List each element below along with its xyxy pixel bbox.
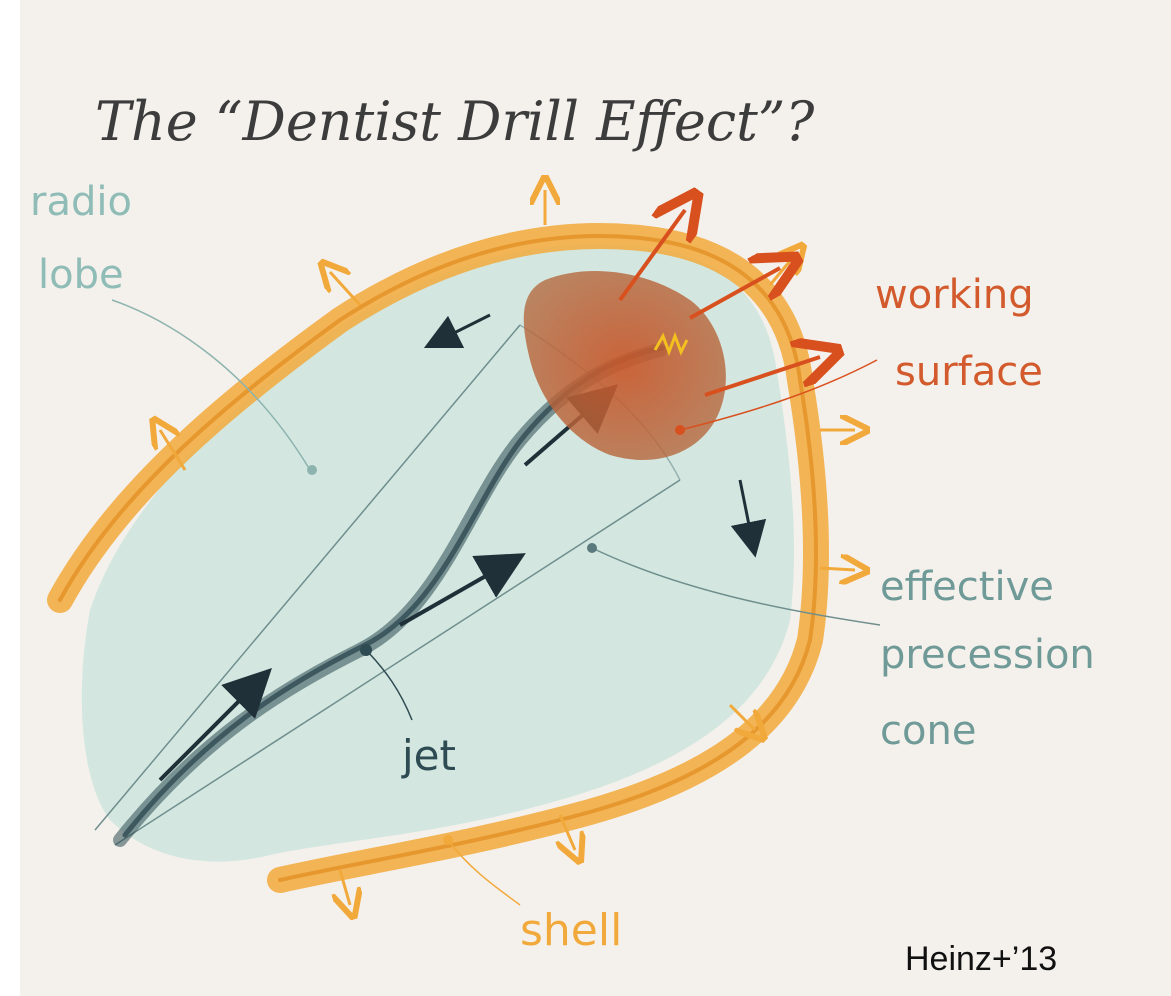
precession-cone-label-line3: cone	[880, 708, 976, 754]
shell-label: shell	[520, 905, 622, 956]
radio-lobe-label-line1: radio	[30, 179, 132, 225]
precession-cone-label-line1: effective	[880, 564, 1054, 610]
radio-lobe-label-line2: lobe	[38, 252, 124, 298]
working-surface-label-line2: surface	[895, 349, 1043, 395]
citation-credit: Heinz+’13	[905, 940, 1057, 979]
jet-label: jet	[401, 731, 456, 780]
precession-cone-label-line2: precession	[880, 632, 1095, 678]
diagram-title: The “Dentist Drill Effect”?	[95, 90, 815, 153]
working-surface-label-line1: working	[875, 272, 1034, 318]
